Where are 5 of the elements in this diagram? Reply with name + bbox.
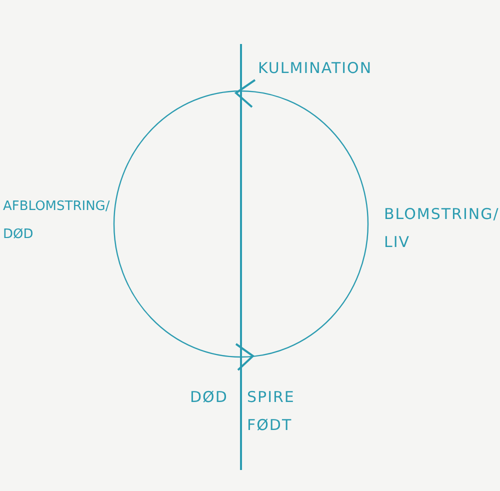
bottom-label: DØD xyxy=(190,387,229,408)
bottom-label: SPIRE FØDT xyxy=(247,387,296,436)
peak-label: KULMINATION xyxy=(258,58,374,79)
side-label: BLOMSTRING/ LIV xyxy=(384,204,496,253)
side-label: AFBLOMSTRING/ DØD xyxy=(3,198,111,244)
